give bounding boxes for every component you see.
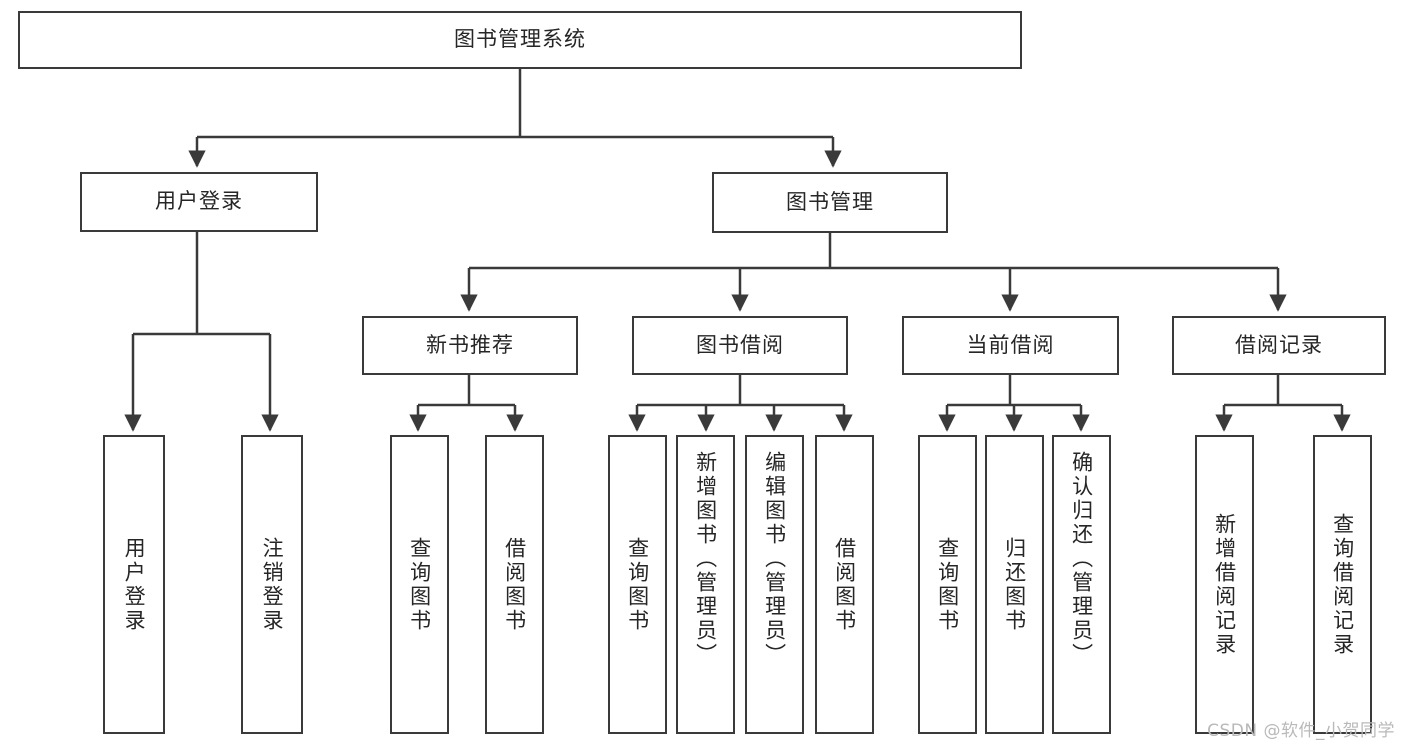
node-leaf-confirm-return-admin-label: 确认归还（管理员） [1069,451,1094,667]
node-leaf-add-book-admin[interactable]: 新增图书（管理员） [676,435,735,734]
node-leaf-borrow-book-rec[interactable]: 借阅图书 [485,435,544,734]
node-current-borrow[interactable]: 当前借阅 [902,316,1119,375]
node-user-login[interactable]: 用户登录 [80,172,318,232]
node-leaf-confirm-return-admin[interactable]: 确认归还（管理员） [1052,435,1111,734]
node-leaf-query-book-borrow-label: 查询图书 [625,536,650,633]
node-book-manage-label: 图书管理 [786,189,874,214]
node-new-book-recommend[interactable]: 新书推荐 [362,316,578,375]
node-leaf-add-borrow-record[interactable]: 新增借阅记录 [1195,435,1254,734]
node-user-login-label: 用户登录 [155,189,243,214]
node-leaf-borrow-book[interactable]: 借阅图书 [815,435,874,734]
node-leaf-query-book-rec[interactable]: 查询图书 [390,435,449,734]
node-leaf-add-borrow-record-label: 新增借阅记录 [1212,512,1237,657]
node-book-borrow[interactable]: 图书借阅 [632,316,848,375]
node-current-borrow-label: 当前借阅 [966,332,1055,357]
node-leaf-return-book[interactable]: 归还图书 [985,435,1044,734]
node-leaf-edit-book-admin-label: 编辑图书（管理员） [762,451,787,667]
node-new-book-recommend-label: 新书推荐 [426,332,514,357]
node-leaf-user-login-label: 用户登录 [122,536,147,633]
node-leaf-borrow-book-rec-label: 借阅图书 [502,536,527,633]
node-leaf-add-book-admin-label: 新增图书（管理员） [693,451,718,667]
node-leaf-query-book-borrow[interactable]: 查询图书 [608,435,667,734]
node-leaf-query-book-current[interactable]: 查询图书 [918,435,977,734]
node-leaf-query-borrow-record-label: 查询借阅记录 [1330,512,1355,657]
node-leaf-return-book-label: 归还图书 [1002,536,1027,633]
node-book-borrow-label: 图书借阅 [696,332,784,357]
node-leaf-query-borrow-record[interactable]: 查询借阅记录 [1313,435,1372,734]
node-leaf-borrow-book-label: 借阅图书 [832,536,857,633]
node-root-label: 图书管理系统 [454,27,586,52]
node-leaf-logout[interactable]: 注销登录 [241,435,303,734]
node-leaf-query-book-current-label: 查询图书 [935,536,960,633]
node-borrow-record-label: 借阅记录 [1235,332,1323,357]
node-leaf-edit-book-admin[interactable]: 编辑图书（管理员） [745,435,804,734]
node-borrow-record[interactable]: 借阅记录 [1172,316,1386,375]
node-leaf-query-book-rec-label: 查询图书 [407,536,432,633]
node-root[interactable]: 图书管理系统 [18,11,1022,69]
node-book-manage[interactable]: 图书管理 [712,172,948,233]
node-leaf-user-login[interactable]: 用户登录 [103,435,165,734]
node-leaf-logout-label: 注销登录 [260,536,285,633]
